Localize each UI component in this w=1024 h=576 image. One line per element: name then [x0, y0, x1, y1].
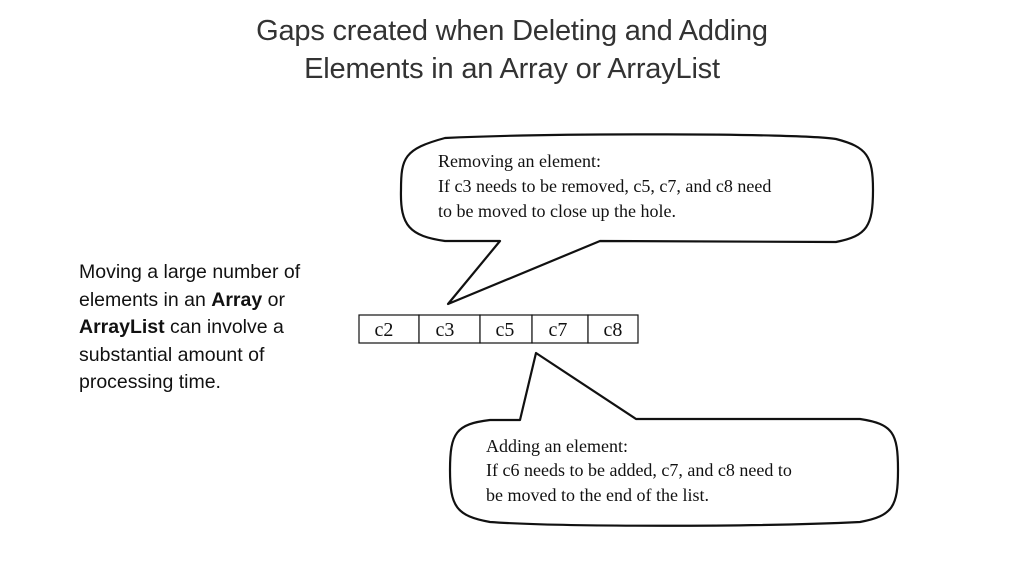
array-cell-0: [358, 314, 420, 344]
array-cell-2: [479, 314, 533, 344]
callout-add: Adding an element: If c6 needs to be add…: [448, 351, 900, 527]
array-cell-label-1: c3: [436, 319, 455, 341]
body-text-part-2: or: [262, 288, 285, 311]
callout-remove-line-3: to be moved to close up the hole.: [438, 201, 676, 221]
array-row: c2 c3 c5 c7 c8: [358, 314, 639, 344]
body-text-part-3: can involve a substantial amount of proc…: [79, 316, 284, 394]
callout-add-line-1: Adding an element:: [486, 436, 628, 456]
array-cell-label-3: c7: [549, 319, 568, 341]
body-text-bold-array: Array: [211, 288, 263, 311]
callout-remove-line-1: Removing an element:: [438, 151, 601, 171]
callout-add-line-3: be moved to the end of the list.: [486, 485, 709, 505]
array-cell-1: [418, 314, 481, 344]
body-paragraph: Moving a large number of elements in an …: [79, 259, 309, 397]
body-text-bold-arraylist: ArrayList: [79, 316, 165, 339]
callout-add-line-2: If c6 needs to be added, c7, and c8 need…: [486, 460, 792, 480]
slide-title: Gaps created when Deleting and Adding El…: [0, 12, 1024, 88]
callout-remove-line-2: If c3 needs to be removed, c5, c7, and c…: [438, 176, 771, 196]
array-cell-3: [531, 314, 589, 344]
callout-add-bubble: [448, 351, 900, 527]
callout-remove: Removing an element: If c3 needs to be r…: [399, 133, 875, 306]
slide-title-line-2: Elements in an Array or ArrayList: [304, 53, 720, 85]
slide-title-line-1: Gaps created when Deleting and Adding: [256, 15, 768, 47]
callout-remove-bubble: [399, 133, 875, 306]
array-cell-label-4: c8: [604, 319, 623, 341]
array-cell-label-2: c5: [496, 319, 515, 341]
body-text-part-1: Moving a large number of elements in an: [79, 261, 301, 311]
array-cell-label-0: c2: [375, 319, 394, 341]
array-cell-4: [587, 314, 639, 344]
